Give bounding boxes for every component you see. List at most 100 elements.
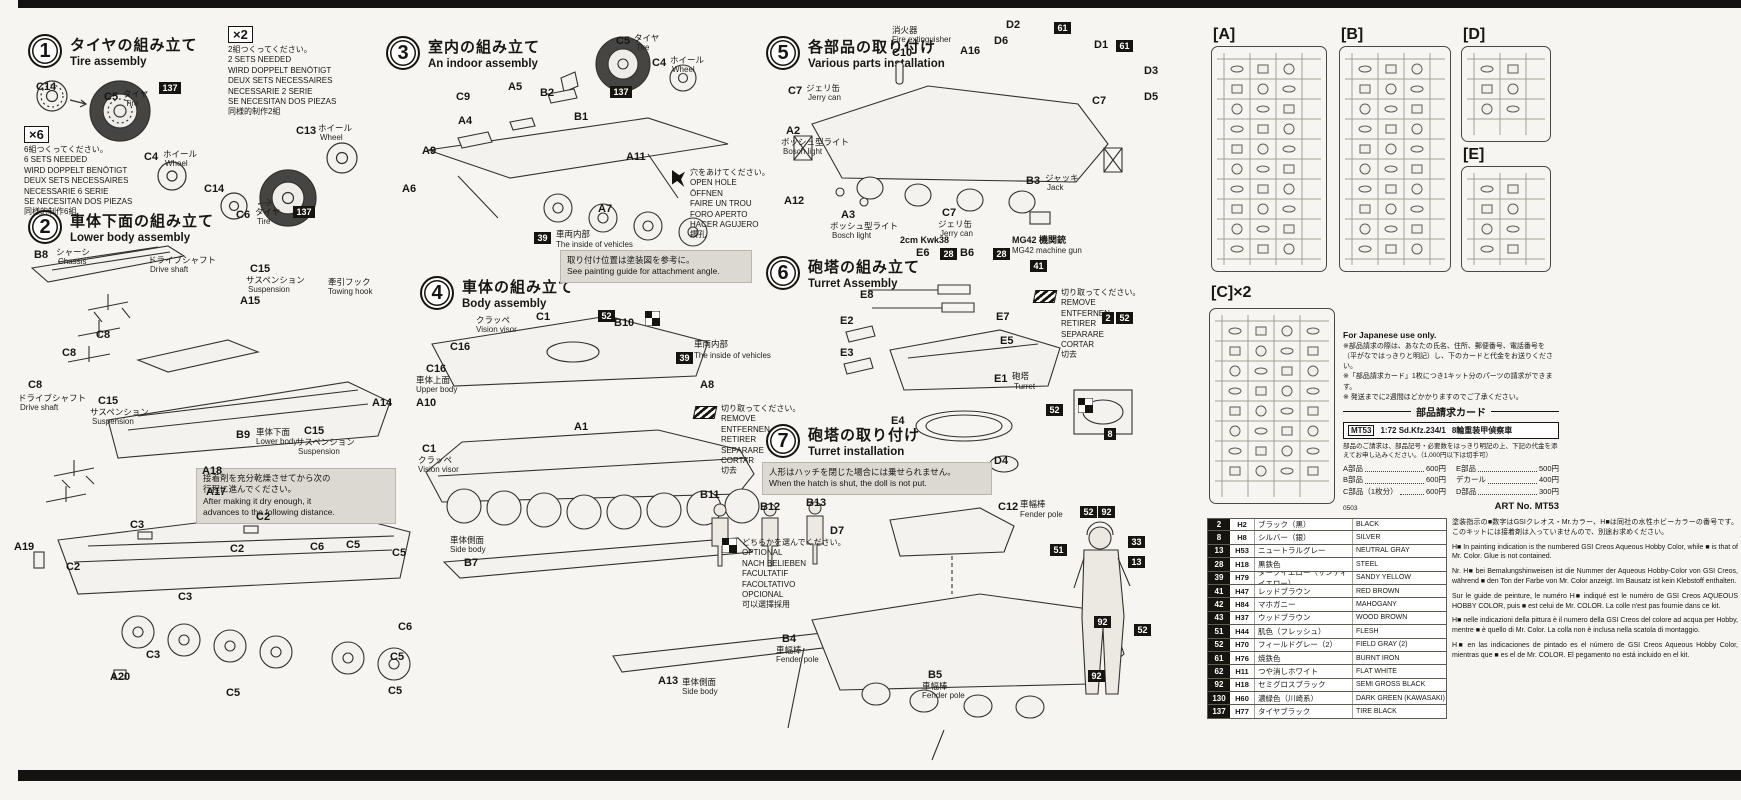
- part-label-caption: 砲塔: [1012, 371, 1030, 381]
- part-label-b5: B5: [928, 669, 943, 681]
- part-label-fenderpole: Fender pole: [776, 655, 819, 664]
- part-label-c1: C1: [536, 311, 551, 323]
- kit-info: MT53 1:72 Sd.Kfz.234/1 8輪重装甲偵察車: [1343, 422, 1559, 439]
- sprue-a: [1211, 46, 1327, 272]
- part-label-c12: C12: [998, 501, 1019, 513]
- remove-text-body: 切り取ってください。 REMOVE ENTFERNEN RETIRER SEPA…: [721, 404, 801, 476]
- kit-scale-name: 1:72 Sd.Kfz.234/1: [1380, 426, 1446, 435]
- part-label-c9: C9: [456, 91, 471, 103]
- part-label-visionvisor: Vision visor: [418, 465, 459, 474]
- part-label-a15: A15: [240, 295, 261, 307]
- part-label-e8: E8: [860, 289, 874, 301]
- paint-callout-92: 92: [1098, 506, 1116, 518]
- two-sets-count-label: ×2: [228, 26, 253, 43]
- part-label-c5: C5: [616, 35, 631, 47]
- remove-text-turret: 切り取ってください。 REMOVE ENTFERNEN RETIRER SEPA…: [1061, 288, 1141, 360]
- part-label-b2: B2: [540, 87, 555, 99]
- remove-note-turret: 切り取ってください。 REMOVE ENTFERNEN RETIRER SEPA…: [1032, 288, 1144, 361]
- part-label-c3: C3: [146, 649, 161, 661]
- paint-callout-41: 41: [1030, 260, 1048, 272]
- part-label-c4: C4: [652, 57, 667, 69]
- part-label-c1: C1: [422, 443, 437, 455]
- japan-only-title: For Japanese use only.: [1343, 330, 1437, 340]
- part-label-caption: 車体側面: [450, 535, 485, 545]
- bottom-border-bar: [18, 770, 1741, 781]
- part-label-c15: C15: [98, 395, 119, 407]
- paint-callout-52: 52: [1046, 404, 1064, 416]
- part-label-c5: C5: [388, 685, 403, 697]
- part-label-d7: D7: [830, 525, 845, 537]
- part-label-upperbody: Upper body: [416, 385, 458, 394]
- part-label-b9: B9: [236, 429, 251, 441]
- part-label-sidebody: Side body: [682, 687, 718, 696]
- six-sets-text: 6組つくってください。 6 SETS NEEDED WIRD DOPPELT B…: [24, 145, 133, 217]
- part-label-caption: 牽引フック: [328, 277, 371, 287]
- part-label-suspension: Suspension: [248, 285, 290, 294]
- part-label-e7: E7: [996, 311, 1010, 323]
- paint-callout-2: 2: [1102, 312, 1115, 324]
- part-label-a18: A18: [202, 465, 223, 477]
- step-5-title-jp: 各部品の取り付け: [808, 39, 937, 56]
- step-7-header: 7 砲塔の取り付け Turret installation: [766, 424, 920, 458]
- part-label-driveshaft: Drive shaft: [20, 403, 59, 412]
- part-label-caption: 車幅棒: [1020, 499, 1046, 509]
- part-label-wheel: Wheel: [320, 133, 343, 142]
- price-row: C部品（1枚分）600円: [1343, 486, 1446, 496]
- step-3-title-jp: 室内の組み立て: [428, 39, 541, 56]
- part-label-caption: ボッシュ型ライト: [781, 137, 850, 147]
- part-label-caption: サスペンション: [296, 437, 355, 447]
- frame-c-label: [C]×2: [1211, 284, 1252, 301]
- paint-note-it: H■ nelle indicazioni della pittura è il …: [1452, 617, 1738, 635]
- cut-icon: [692, 406, 718, 419]
- six-sets-count-label: ×6: [24, 126, 49, 143]
- part-label-caption: ジェリ缶: [806, 83, 841, 93]
- part-label-c5: C5: [346, 539, 361, 551]
- step-5-header: 5 各部品の取り付け Various parts installation: [766, 36, 945, 70]
- part-label-b3: B3: [1026, 175, 1041, 187]
- part-label-a12: A12: [784, 195, 805, 207]
- part-label-e5: E5: [1000, 335, 1014, 347]
- part-label-fenderpole: Fender pole: [922, 691, 965, 700]
- part-label-a11: A11: [626, 151, 646, 163]
- part-label-c7: C7: [1092, 95, 1107, 107]
- figure-options-illustration: [698, 498, 848, 591]
- part-label-c10: C10: [892, 47, 913, 59]
- body-assembly-illustration: [408, 300, 841, 701]
- part-label-d4: D4: [994, 455, 1009, 467]
- part-label-caption: ドライブシャフト: [18, 393, 87, 403]
- part-label-a7: A7: [598, 203, 613, 215]
- step-4-title-en: Body assembly: [462, 298, 547, 310]
- part-label-theinsideofvehicles: The inside of vehicles: [694, 351, 771, 360]
- six-sets-note: ×6 6組つくってください。 6 SETS NEEDED WIRD DOPPEL…: [24, 126, 149, 218]
- step-3-number: 3: [386, 36, 420, 70]
- part-label-d5: D5: [1144, 91, 1159, 103]
- paint-callout-52: 52: [1116, 312, 1134, 324]
- part-label-caption: 車体上面: [416, 375, 451, 385]
- part-label-c7: C7: [942, 207, 957, 219]
- part-label-wheel: Wheel: [165, 159, 188, 168]
- part-label-tire: Tire: [257, 217, 271, 226]
- part-label-2cmkwk38: 2cm Kwk38: [900, 235, 950, 245]
- part-label-c7: C7: [788, 85, 803, 97]
- part-label-c3: C3: [130, 519, 145, 531]
- part-label-a10: A10: [416, 397, 437, 409]
- part-label-e4: E4: [891, 415, 905, 427]
- dry-before-next-note: 接着剤を充分乾燥させてから次の 行程に進んでください。 After making…: [196, 468, 396, 524]
- open-hole-text: 穴をあけてください。 OPEN HOLE ÖFFNEN FAIRE UN TRO…: [690, 168, 770, 240]
- part-label-a4: A4: [458, 115, 473, 127]
- part-label-e1: E1: [994, 373, 1008, 385]
- part-label-e3: E3: [840, 347, 854, 359]
